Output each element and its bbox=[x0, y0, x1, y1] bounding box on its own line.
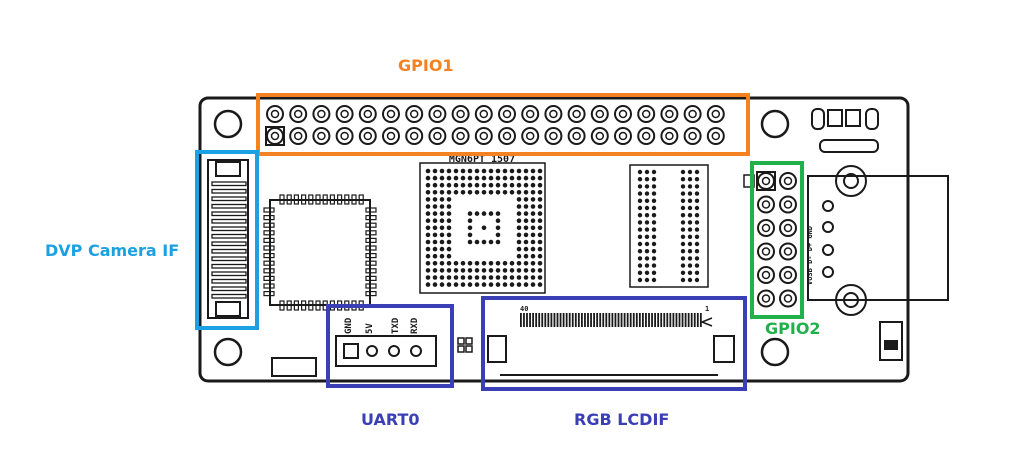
lcd-fpc-connector: 40 1 bbox=[487, 305, 735, 376]
qfn-chip bbox=[263, 194, 377, 311]
usb-pin-labels: VUSB D- D+ GND bbox=[806, 226, 814, 285]
mounting-hole-top-right bbox=[760, 109, 790, 139]
mounting-hole-top-left bbox=[213, 109, 243, 139]
usb-connector: VUSB D- D+ GND bbox=[806, 165, 949, 316]
small-part bbox=[271, 357, 317, 377]
lcd-pin-last: 1 bbox=[705, 305, 709, 313]
gpio2-callout-box bbox=[750, 161, 804, 319]
chip-marking: MGN6PT 1507 bbox=[449, 154, 515, 165]
uart-pin-label: TXD bbox=[391, 317, 401, 334]
top-right-connector bbox=[811, 108, 879, 153]
gpio1-label: GPIO1 bbox=[398, 56, 454, 75]
small-pads bbox=[457, 337, 473, 353]
gpio2-label: GPIO2 bbox=[765, 319, 821, 338]
dvp-camera-if-label: DVP Camera IF bbox=[45, 241, 180, 260]
uart0-connector: GND 5V TXD RXD bbox=[335, 317, 437, 367]
gpio1-header bbox=[265, 105, 725, 146]
bga-processor: MGN6PT 1507 bbox=[419, 154, 546, 294]
gpio2-header bbox=[756, 171, 797, 308]
lcd-pin-first: 40 bbox=[520, 305, 528, 313]
gpio1-callout-box bbox=[256, 93, 750, 156]
uart0-label: UART0 bbox=[361, 410, 420, 429]
uart-pin-label: RXD bbox=[410, 317, 420, 334]
pcb-outline bbox=[198, 96, 910, 383]
mounting-hole-bottom-right bbox=[760, 337, 790, 367]
uart-pin-label: 5V bbox=[365, 323, 375, 334]
rgb-lcdif-label: RGB LCDIF bbox=[574, 410, 670, 429]
mounting-hole-bottom-left bbox=[213, 337, 243, 367]
memory-chip bbox=[629, 164, 709, 288]
uart-pin-label: GND bbox=[344, 317, 354, 334]
dvp-callout-box bbox=[195, 150, 259, 330]
dvp-connector bbox=[207, 159, 249, 319]
bottom-right-switch bbox=[879, 321, 903, 361]
rgb-lcdif-callout-box bbox=[481, 296, 747, 391]
uart0-callout-box bbox=[326, 304, 454, 388]
